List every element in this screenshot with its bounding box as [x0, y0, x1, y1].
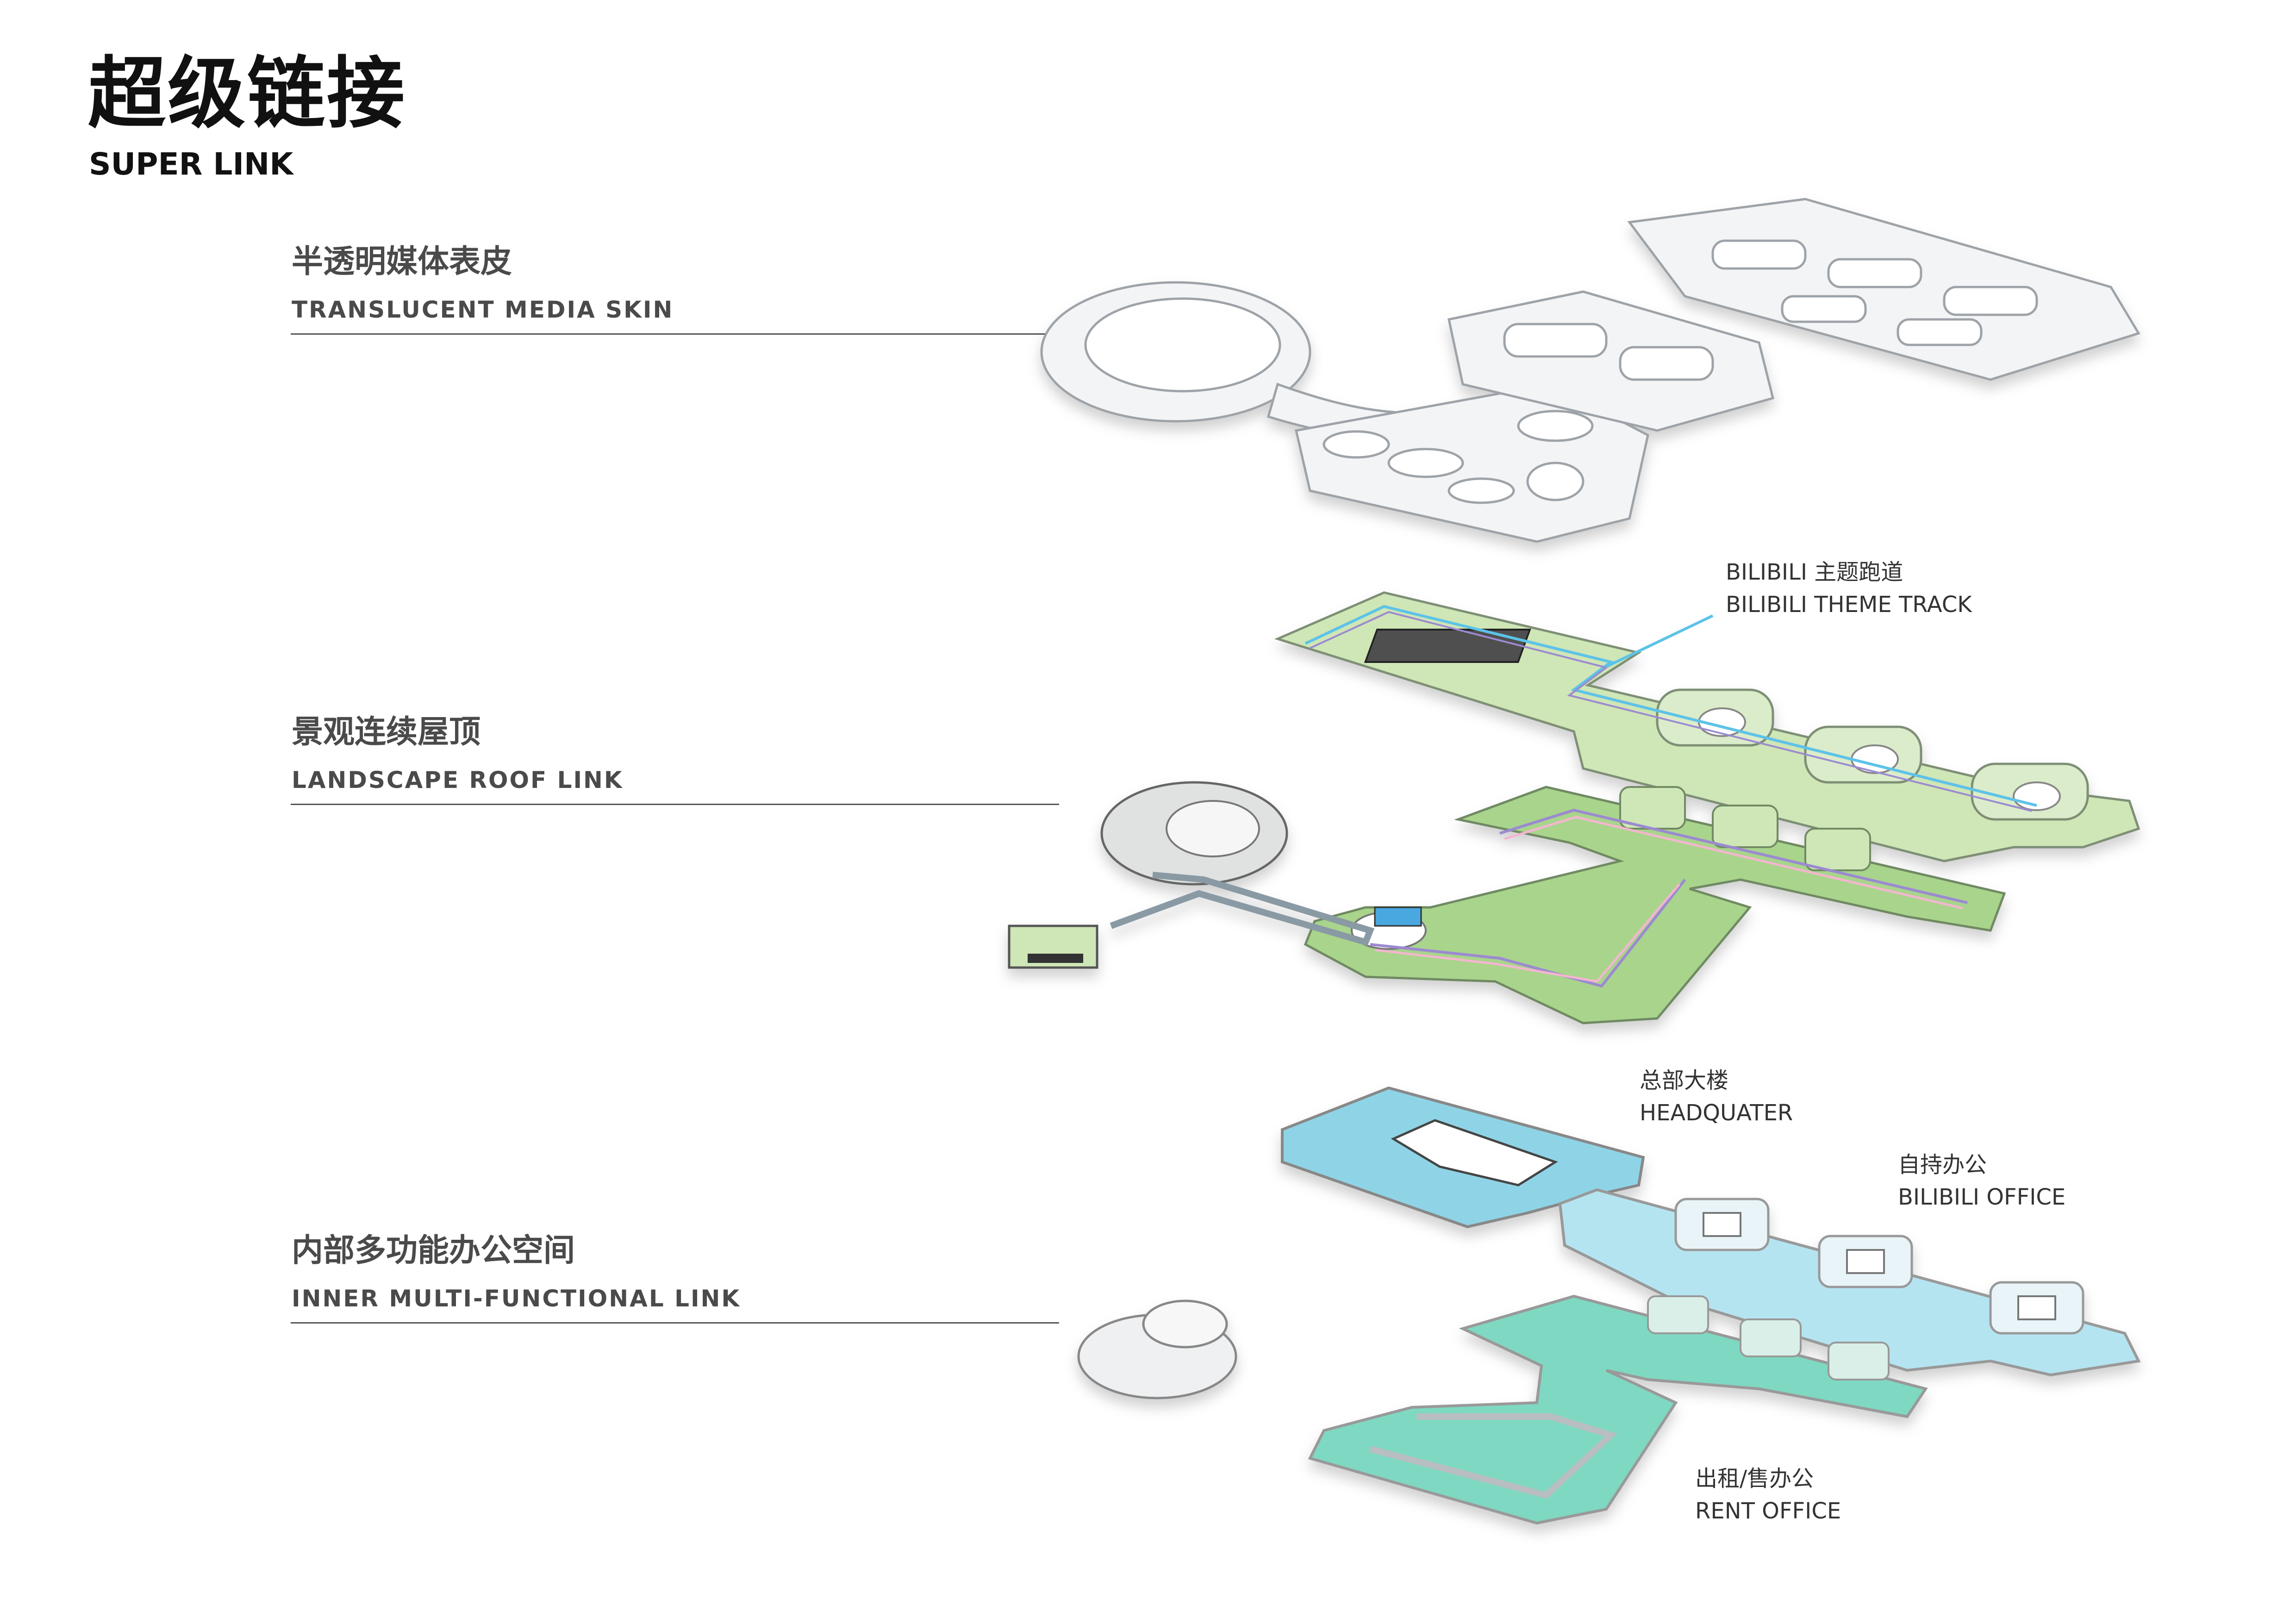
layer-title-cn: 内部多功能办公空间: [292, 1232, 575, 1269]
callout-cn: 出租/售办公: [1695, 1466, 1814, 1492]
layer-title-cn: 半透明媒体表皮: [292, 244, 512, 280]
track-leader-line: [1605, 614, 1714, 668]
theme-track-lower: [1370, 808, 1968, 988]
page-title: 超级链接: [88, 48, 406, 139]
callout-en: BILIBILI OFFICE: [1898, 1184, 2066, 1210]
landscape-roof-layer: [1008, 591, 2140, 1024]
layer-label-roof-link: 景观连续屋顶 LANDSCAPE ROOF LINK: [291, 717, 1059, 805]
page-subtitle: SUPER LINK: [89, 146, 293, 182]
callout-cn: 总部大楼: [1640, 1068, 1729, 1093]
callout-en: BILIBILI THEME TRACK: [1726, 591, 1972, 618]
hq-atrium: [1391, 1119, 1558, 1187]
inner-office-layer: [1077, 1086, 2141, 1525]
callout-en: HEADQUATER: [1640, 1099, 1793, 1126]
callout-en: RENT OFFICE: [1695, 1498, 1841, 1524]
layer-title-en: INNER MULTI-FUNCTIONAL LINK: [292, 1285, 741, 1312]
roof-lower-slab: [1304, 786, 2006, 1024]
layer-divider: [291, 804, 1059, 805]
callout-theme-track: BILIBILI 主题跑道 BILIBILI THEME TRACK: [1726, 556, 1972, 621]
layer-label-inner-link: 内部多功能办公空间 INNER MULTI-FUNCTIONAL LINK: [291, 1235, 1059, 1324]
callout-cn: 自持办公: [1898, 1152, 1987, 1178]
media-skin-ring-hole: [1084, 297, 1281, 393]
layer-title-en: LANDSCAPE ROOF LINK: [292, 767, 624, 793]
layer-divider: [291, 1322, 1059, 1324]
media-skin-openings: [1323, 410, 1594, 504]
layer-title-cn: 景观连续屋顶: [292, 714, 481, 750]
rent-inner-wall: [1369, 1413, 1617, 1499]
inner-cylinder-top: [1142, 1299, 1228, 1349]
layer-label-media-skin: 半透明媒体表皮 TRANSLUCENT MEDIA SKIN: [291, 246, 1059, 335]
callout-bilibili-office: 自持办公 BILIBILI OFFICE: [1898, 1149, 2065, 1213]
callout-cn: BILIBILI 主题跑道: [1726, 559, 1903, 585]
callout-headquarter: 总部大楼 HEADQUATER: [1640, 1065, 1793, 1129]
roof-skylight: [1364, 629, 1531, 663]
theme-track-upper: [1304, 605, 2037, 807]
roof-media-screen: [1374, 906, 1422, 927]
layer-divider: [291, 333, 1059, 335]
layer-title-en: TRANSLUCENT MEDIA SKIN: [292, 296, 674, 323]
roof-lower-fingers: [1619, 786, 1871, 871]
rent-fingers: [1647, 1295, 1890, 1380]
roof-bridge: [1110, 872, 1375, 946]
callout-rent-office: 出租/售办公 RENT OFFICE: [1695, 1463, 1841, 1527]
media-skin-layer: [1040, 198, 2140, 543]
